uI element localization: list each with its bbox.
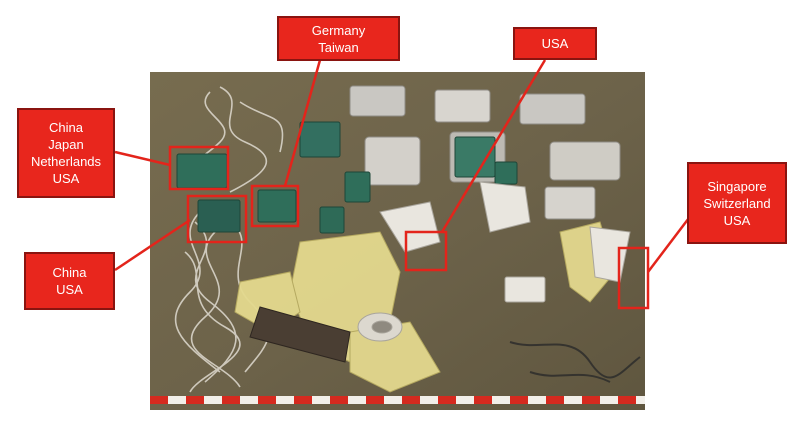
label-line: Switzerland bbox=[703, 195, 771, 211]
measuring-tape bbox=[150, 396, 645, 404]
label-usa-top: USA bbox=[513, 27, 597, 60]
label-germany-taiwan: Germany Taiwan bbox=[277, 16, 400, 61]
label-line: Netherlands bbox=[30, 154, 102, 169]
label-line: USA bbox=[723, 212, 751, 228]
dark-strap bbox=[249, 306, 351, 363]
label-china-japan-netherlands-usa: China Japan Netherlands USA bbox=[17, 108, 115, 198]
label-line: China bbox=[49, 120, 83, 135]
label-line: USA bbox=[52, 171, 80, 186]
label-line: Germany bbox=[311, 22, 366, 38]
label-line: USA bbox=[56, 282, 83, 297]
debris-photo bbox=[150, 72, 645, 410]
label-line: Singapore bbox=[707, 178, 767, 194]
label-china-usa: China USA bbox=[24, 252, 115, 310]
label-line: China bbox=[52, 265, 87, 280]
label-singapore-switzerland-usa: Singapore Switzerland USA bbox=[687, 162, 787, 244]
label-line: Japan bbox=[48, 137, 84, 152]
label-line: USA bbox=[541, 36, 569, 51]
label-line: Taiwan bbox=[318, 39, 359, 55]
wiring-lower-right bbox=[509, 341, 641, 383]
